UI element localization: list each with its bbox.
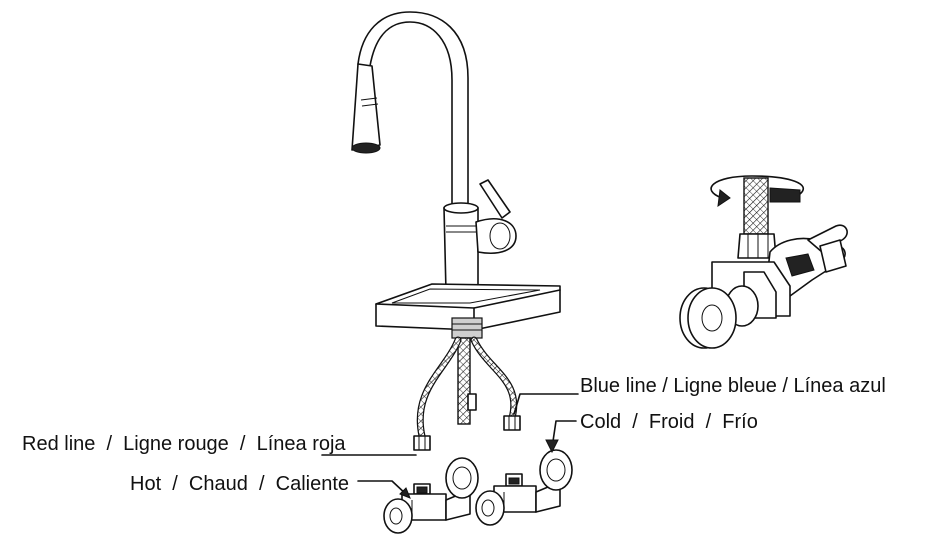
wrench-tightening-detail	[679, 175, 848, 349]
red-line-label: Red line / Ligne rouge / Línea roja	[22, 433, 346, 455]
spray-head	[351, 63, 381, 151]
center-hose	[457, 337, 471, 425]
hot-shutoff-valve	[383, 457, 479, 534]
blue-line-leader	[513, 393, 579, 415]
cold-hose-nut	[503, 415, 521, 431]
faucet-handle	[479, 179, 511, 219]
cold-leader	[551, 420, 577, 449]
callout-lines	[321, 393, 579, 499]
faucet-spout	[357, 11, 469, 213]
cold-label: Cold / Froid / Frío	[580, 411, 758, 433]
blue-line-label: Blue line / Ligne bleue / Línea azul	[580, 375, 886, 397]
hot-hose-nut	[413, 435, 431, 451]
faucet	[351, 11, 561, 451]
cold-shutoff-valve	[475, 449, 573, 526]
hot-label: Hot / Chaud / Caliente	[130, 473, 349, 495]
mounting-shank	[451, 317, 483, 339]
faucet-body	[443, 207, 479, 293]
rotation-arrow-icon	[710, 175, 804, 199]
